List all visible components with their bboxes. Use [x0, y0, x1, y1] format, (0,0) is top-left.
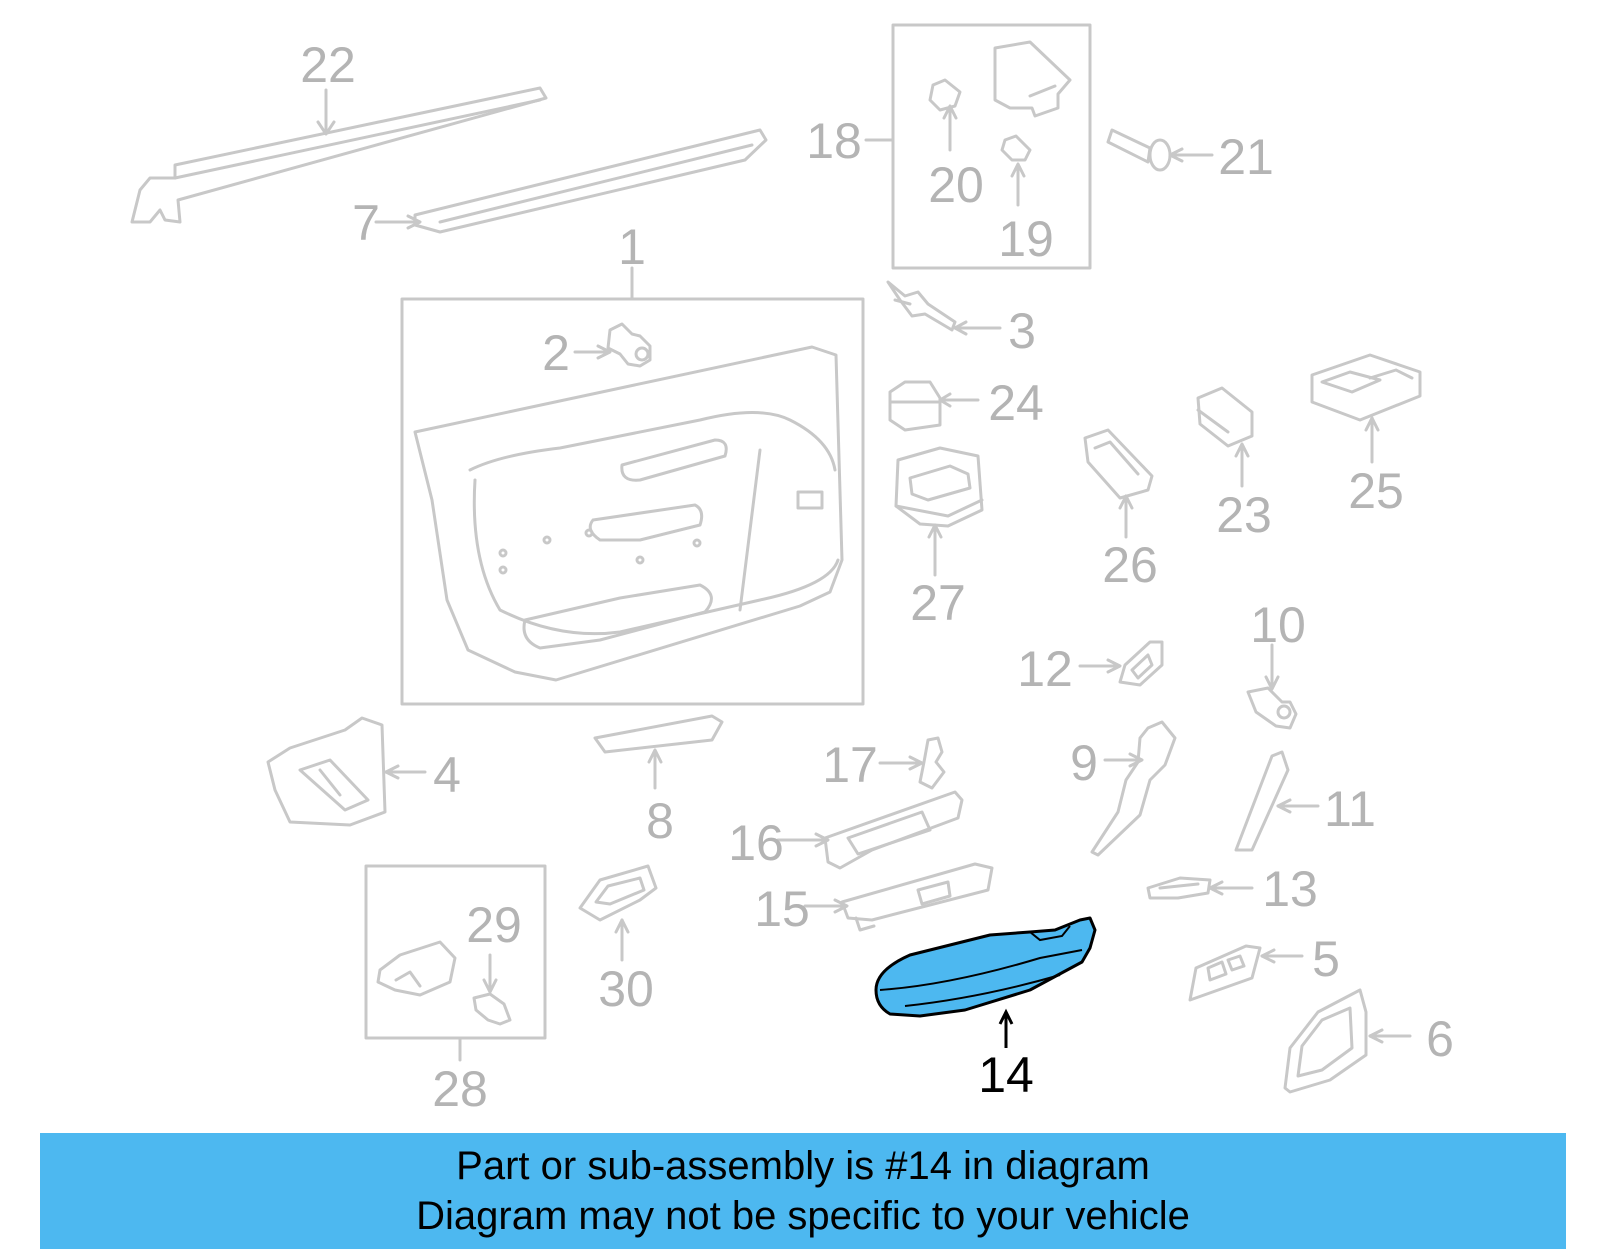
label-15: 15 [754, 881, 810, 937]
label-9: 9 [1070, 735, 1098, 791]
part-6-bezel[interactable] [1283, 988, 1412, 1094]
part-30-bezel[interactable] [578, 864, 658, 962]
label-21: 21 [1218, 129, 1274, 185]
label-17: 17 [822, 737, 878, 793]
label-19: 19 [998, 211, 1054, 267]
label-7: 7 [352, 195, 380, 251]
label-28: 28 [432, 1061, 488, 1117]
label-16: 16 [728, 815, 784, 871]
label-24: 24 [988, 375, 1044, 431]
label-27: 27 [910, 575, 966, 631]
part-2-clip[interactable] [573, 322, 652, 368]
part-21-bolt[interactable] [1106, 128, 1214, 172]
part-27-switch-assembly[interactable] [894, 446, 984, 577]
label-8: 8 [646, 793, 674, 849]
label-5: 5 [1312, 931, 1340, 987]
label-23: 23 [1216, 487, 1272, 543]
part-23-cap[interactable] [1196, 386, 1254, 488]
part-17-clip[interactable] [878, 736, 946, 790]
label-10: 10 [1250, 597, 1306, 653]
info-banner: Part or sub-assembly is #14 in diagram D… [40, 1133, 1566, 1249]
part-12-bezel[interactable] [1078, 640, 1164, 687]
label-29: 29 [466, 897, 522, 953]
label-14-highlighted: 14 [978, 1047, 1034, 1103]
part-9-trim[interactable] [1090, 720, 1177, 857]
label-4: 4 [433, 747, 461, 803]
part-28-group[interactable] [364, 864, 547, 1062]
label-6: 6 [1426, 1011, 1454, 1067]
part-13-bezel[interactable] [1146, 876, 1254, 900]
label-12: 12 [1017, 641, 1073, 697]
label-30: 30 [598, 961, 654, 1017]
part-15-switch-bezel[interactable] [803, 862, 994, 932]
part-22-garnish[interactable] [130, 86, 548, 224]
label-20: 20 [928, 157, 984, 213]
part-4-inside-handle[interactable] [266, 716, 427, 827]
label-25: 25 [1348, 463, 1404, 519]
label-3: 3 [1008, 303, 1036, 359]
part-24-switch[interactable] [888, 380, 980, 432]
part-8-strip[interactable] [593, 714, 724, 790]
part-16-switch-base[interactable] [776, 790, 964, 870]
label-22: 22 [300, 37, 356, 93]
label-1: 1 [618, 219, 646, 275]
part-10-bolt[interactable] [1246, 643, 1298, 730]
part-5-switch-bezel[interactable] [1188, 944, 1304, 1002]
part-1-door-trim-panel[interactable] [400, 266, 865, 706]
part-14-armrest-highlighted[interactable] [874, 916, 1097, 1048]
part-7-belt-moulding[interactable] [374, 128, 768, 234]
part-25-master-switch[interactable] [1310, 353, 1422, 464]
label-26: 26 [1102, 537, 1158, 593]
part-26-switch[interactable] [1083, 428, 1154, 539]
banner-line-part: Part or sub-assembly is #14 in diagram [456, 1144, 1150, 1188]
banner-line-disclaimer: Diagram may not be specific to your vehi… [416, 1194, 1190, 1238]
label-18: 18 [806, 113, 862, 169]
label-13: 13 [1262, 861, 1318, 917]
part-3-clip[interactable] [886, 280, 1002, 336]
label-11: 11 [1324, 781, 1376, 837]
parts-diagram: 1 2 3 4 5 6 7 8 9 10 11 12 13 15 16 17 1… [130, 23, 1454, 1117]
part-11-trim[interactable] [1234, 750, 1320, 852]
part-18-group[interactable] [864, 23, 1092, 270]
label-2: 2 [542, 325, 570, 381]
